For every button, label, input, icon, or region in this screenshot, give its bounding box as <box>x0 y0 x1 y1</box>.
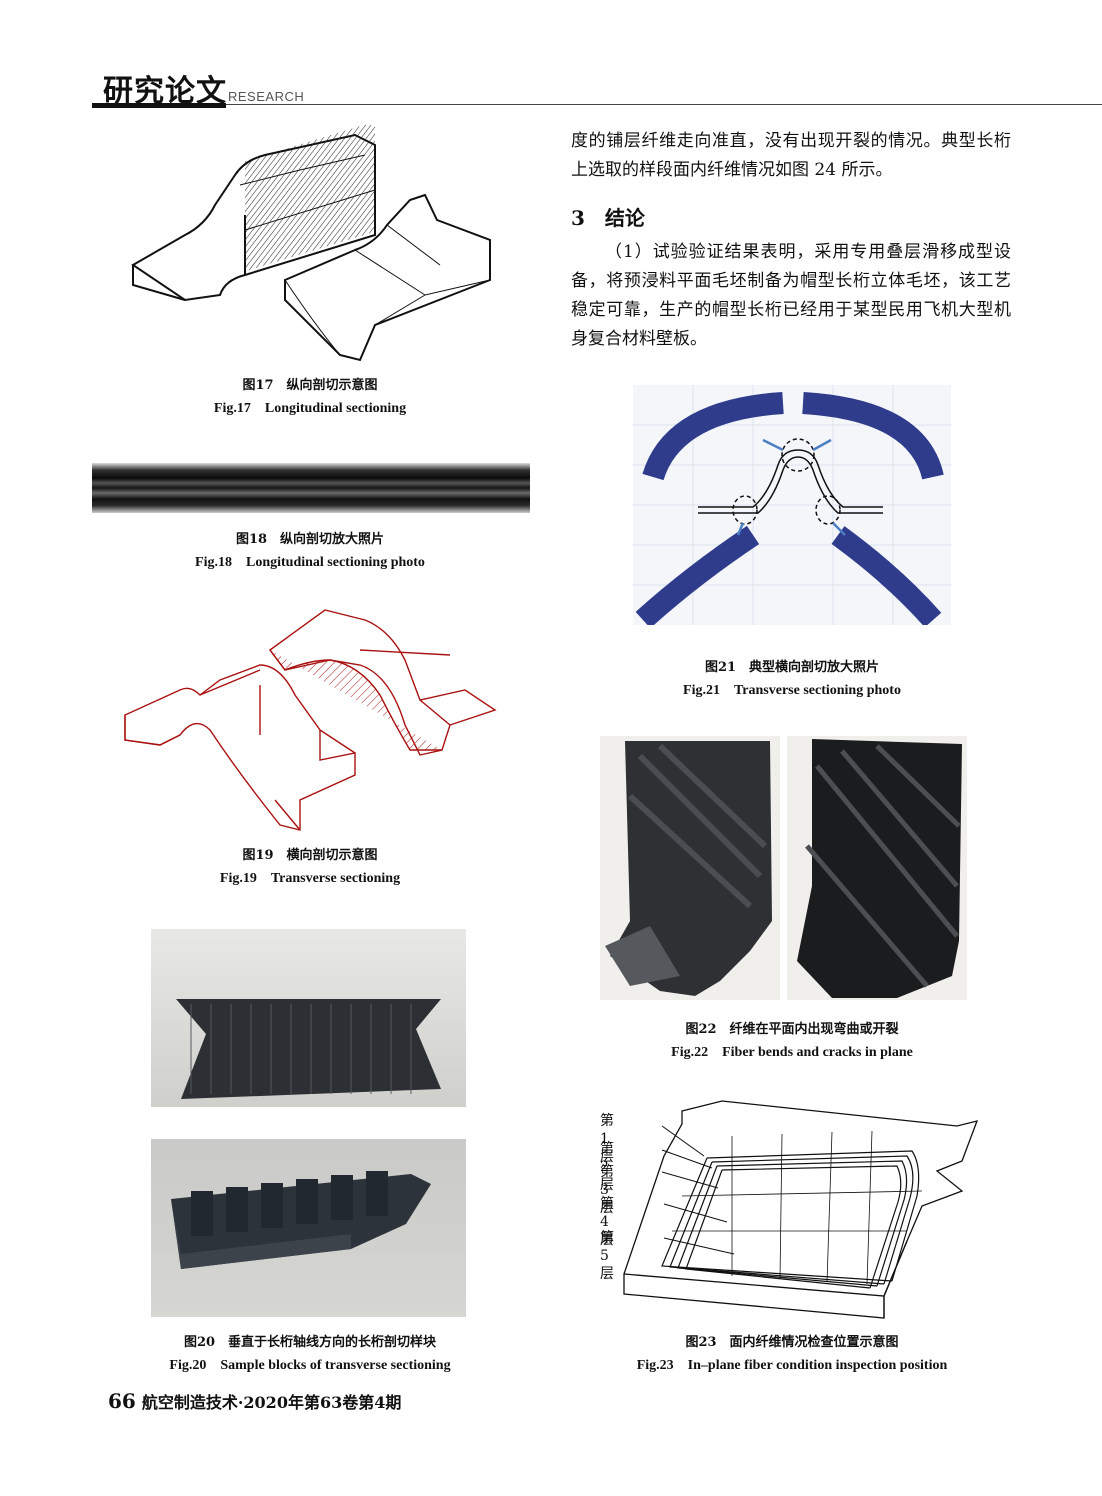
figure-18-photo <box>92 463 530 513</box>
figure-20-photo-bottom <box>151 1139 466 1317</box>
section-subtitle: RESEARCH <box>228 89 305 104</box>
page-number: 66 <box>108 1389 136 1413</box>
figure-17-caption-en: Fig.17 Longitudinal sectioning <box>213 401 407 416</box>
figure-18-caption-en: Fig.18 Longitudinal sectioning photo <box>195 555 425 570</box>
figure-19-drawing <box>124 609 497 831</box>
figure-22-caption-en: Fig.22 Fiber bends and cracks in plane <box>671 1045 913 1060</box>
journal-info: 航空制造技术·2020年第63卷第4期 <box>141 1393 402 1412</box>
figure-18-caption: 图18 纵向剖切放大照片 Fig.18 Longitudinal section… <box>110 528 510 574</box>
figure-20-caption-en: Fig.20 Sample blocks of transverse secti… <box>169 1358 451 1373</box>
layer-label-5: 第5层 <box>600 1230 614 1282</box>
header-rule-thick <box>92 103 226 108</box>
figure-22-caption: 图22 纤维在平面内出现弯曲或开裂 Fig.22 Fiber bends and… <box>592 1018 992 1064</box>
layer-label-1: 第1层 <box>600 1113 614 1165</box>
body-paragraph-2: （1）试验验证结果表明，采用专用叠层滑移成型设备，将预浸料平面毛坯制备为帽型长桁… <box>571 242 1011 349</box>
figure-20-caption: 图20 垂直于长桁轴线方向的长桁剖切样块 Fig.20 Sample block… <box>110 1331 510 1377</box>
layer-label-2: 第2层 <box>600 1141 614 1193</box>
figure-20-caption-cn: 图20 垂直于长桁轴线方向的长桁剖切样块 <box>183 1335 437 1350</box>
layer-label-4: 第4层 <box>600 1196 614 1248</box>
header-rule-thin <box>226 104 1102 105</box>
page-footer: 66 航空制造技术·2020年第63卷第4期 <box>108 1389 401 1413</box>
figure-23-drawing <box>623 1100 979 1319</box>
figure-21-caption-cn: 图21 典型横向剖切放大照片 <box>704 660 880 675</box>
layer-label-3: 第3层 <box>600 1164 614 1216</box>
figure-17-caption-cn: 图17 纵向剖切示意图 <box>242 378 378 393</box>
figure-19-caption-en: Fig.19 Transverse sectioning <box>219 871 401 886</box>
figure-22-caption-cn: 图22 纤维在平面内出现弯曲或开裂 <box>685 1022 899 1037</box>
figure-17-drawing <box>131 125 491 362</box>
figure-20-photo-top <box>151 929 466 1107</box>
section-heading: 3 结论 <box>571 206 645 230</box>
figure-21-photo <box>633 385 951 625</box>
figure-19-caption: 图19 横向剖切示意图 Fig.19 Transverse sectioning <box>110 844 510 890</box>
figure-19-caption-cn: 图19 横向剖切示意图 <box>242 848 378 863</box>
figure-21-caption-en: Fig.21 Transverse sectioning photo <box>683 683 901 698</box>
figure-23-caption-en: Fig.23 In–plane fiber condition inspecti… <box>636 1358 948 1373</box>
body-paragraph-1: 度的铺层纤维走向准直，没有出现开裂的情况。典型长桁上选取的样段面内纤维情况如图 … <box>571 131 1011 180</box>
figure-23-caption: 图23 面内纤维情况检查位置示意图 Fig.23 In–plane fiber … <box>592 1331 992 1377</box>
figure-22-photo-left <box>600 736 780 1000</box>
figure-23-caption-cn: 图23 面内纤维情况检查位置示意图 <box>685 1335 899 1350</box>
figure-18-caption-cn: 图18 纵向剖切放大照片 <box>235 532 385 547</box>
figure-22-photo-right <box>787 736 967 1000</box>
figure-21-caption: 图21 典型横向剖切放大照片 Fig.21 Transverse section… <box>592 656 992 702</box>
figure-17-caption: 图17 纵向剖切示意图 Fig.17 Longitudinal sectioni… <box>110 374 510 420</box>
